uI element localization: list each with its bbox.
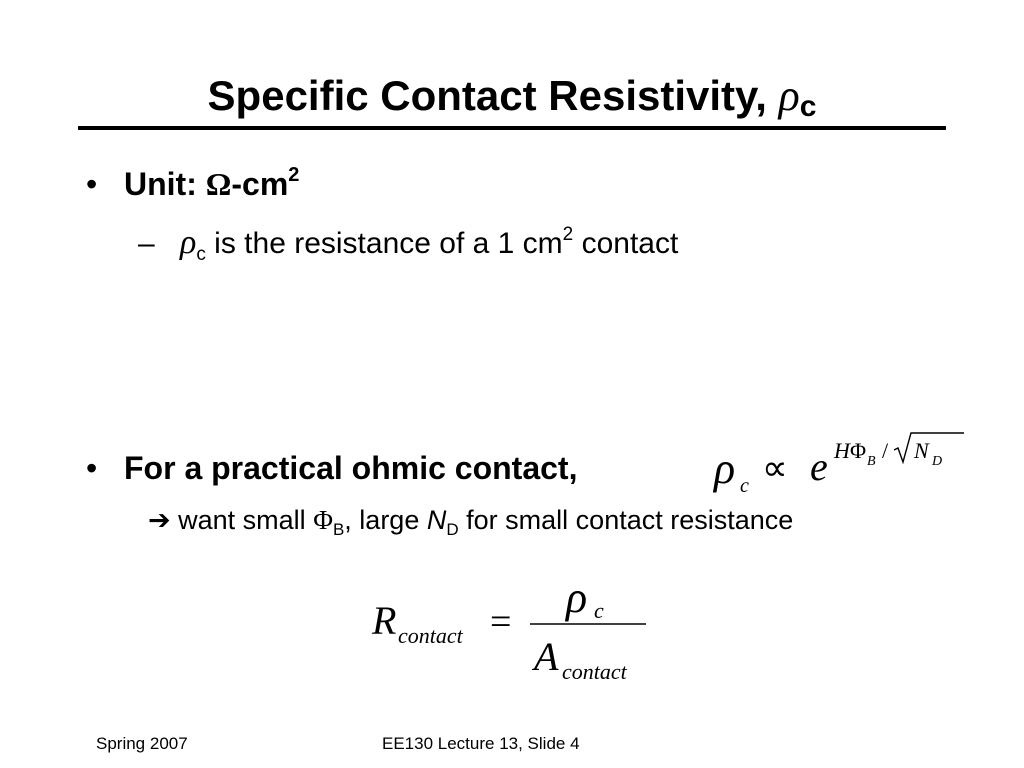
eq2-numerator-rho: ρ [564, 580, 587, 622]
rho-symbol: ρ [180, 224, 197, 261]
eq1-exp-n-subscript: D [931, 454, 942, 469]
eq1-exp-phi-subscript: B [867, 454, 876, 469]
ohm-symbol: Ω [205, 166, 232, 202]
unit-text: -cm [231, 166, 289, 202]
slide-title: Specific Contact Resistivity, ρc [0, 70, 1024, 123]
eq2-r-subscript: contact [398, 623, 464, 648]
footer-date: Spring 2007 [96, 734, 188, 753]
phi-symbol: Φ [313, 505, 333, 535]
bullet-unit-label: Unit: [124, 166, 197, 202]
recommendation-text-c: for small contact resistance [466, 505, 794, 535]
footer-slide-info: EE130 Lecture 13, Slide 4 [382, 734, 580, 753]
bullet-ohmic-contact: • For a practical ohmic contact, [86, 450, 577, 487]
bullet-ohmic-label: For a practical ohmic contact, [124, 450, 578, 486]
sub-bullet-definition: –ρc is the resistance of a 1 cm2 contact [138, 224, 679, 265]
eq1-rho: ρ [712, 444, 735, 493]
eq1-sqrt-sign [893, 432, 964, 465]
eq1-rho-subscript: c [740, 475, 749, 497]
title-rho-subscript: c [799, 90, 817, 123]
eq1-exp-h: H [833, 438, 851, 463]
n-symbol: N [426, 505, 447, 535]
recommendation-text-b: , large [344, 505, 420, 535]
equation-proportionality: ρ c ∝ e H Φ B / N D [712, 432, 964, 497]
eq1-base: e [810, 444, 828, 489]
definition-superscript: 2 [562, 224, 574, 245]
rho-subscript: c [196, 244, 206, 265]
n-subscript: D [446, 520, 459, 539]
unit-superscript: 2 [288, 164, 300, 186]
sub-bullet-marker: – [138, 227, 155, 260]
bullet-unit: • Unit: Ω-cm2 [86, 164, 300, 203]
eq2-equals: = [490, 601, 511, 643]
eq1-exp-phi: Φ [850, 438, 866, 463]
eq2-denominator-a: A [531, 634, 559, 679]
eq1-exp-n: N [913, 438, 930, 463]
bullet-marker: • [86, 166, 98, 202]
bullet-marker: • [86, 450, 98, 486]
arrow-icon: ➔ [148, 505, 171, 535]
eq2-denominator-subscript: contact [562, 659, 628, 684]
title-underline [78, 126, 946, 130]
eq1-proportional: ∝ [762, 448, 788, 488]
sub-bullet-recommendation: ➔ want small ΦB, large ND for small cont… [148, 505, 794, 539]
eq2-r: R [371, 598, 396, 643]
recommendation-text-a: want small [178, 505, 306, 535]
title-rho-symbol: ρ [778, 71, 800, 120]
title-text: Specific Contact Resistivity, [207, 72, 767, 119]
eq2-numerator-subscript: c [594, 598, 604, 623]
eq1-exp-slash: / [882, 438, 889, 463]
equation-contact-resistance: R contact = ρ c A contact [371, 580, 646, 684]
phi-subscript: B [332, 520, 345, 539]
definition-tail: contact [581, 227, 679, 260]
definition-text: is the resistance of a 1 cm [214, 227, 563, 260]
